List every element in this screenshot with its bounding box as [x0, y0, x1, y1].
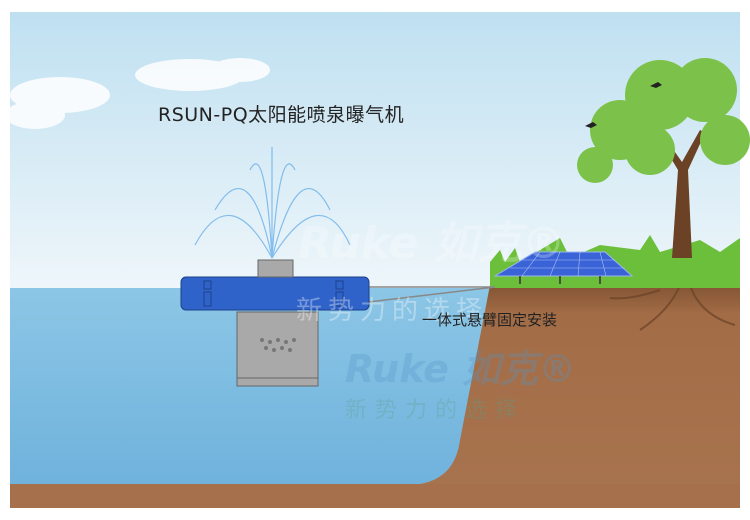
motor-housing — [236, 311, 319, 387]
soil-bottom — [10, 484, 740, 508]
tree — [577, 58, 750, 258]
aeration-holes — [260, 338, 296, 352]
roots — [609, 284, 736, 331]
nozzle — [257, 259, 294, 278]
mount-label: 一体式悬臂固定安装 — [422, 311, 558, 329]
soil-bank — [10, 280, 740, 508]
float-body — [180, 276, 370, 311]
product-title: RSUN-PQ太阳能喷泉曝气机 — [158, 104, 405, 126]
fountain-spray — [194, 146, 351, 259]
solar-panel — [493, 251, 634, 284]
clouds — [5, 58, 270, 129]
bird-icon — [585, 82, 662, 128]
cantilever-arm — [367, 286, 496, 303]
